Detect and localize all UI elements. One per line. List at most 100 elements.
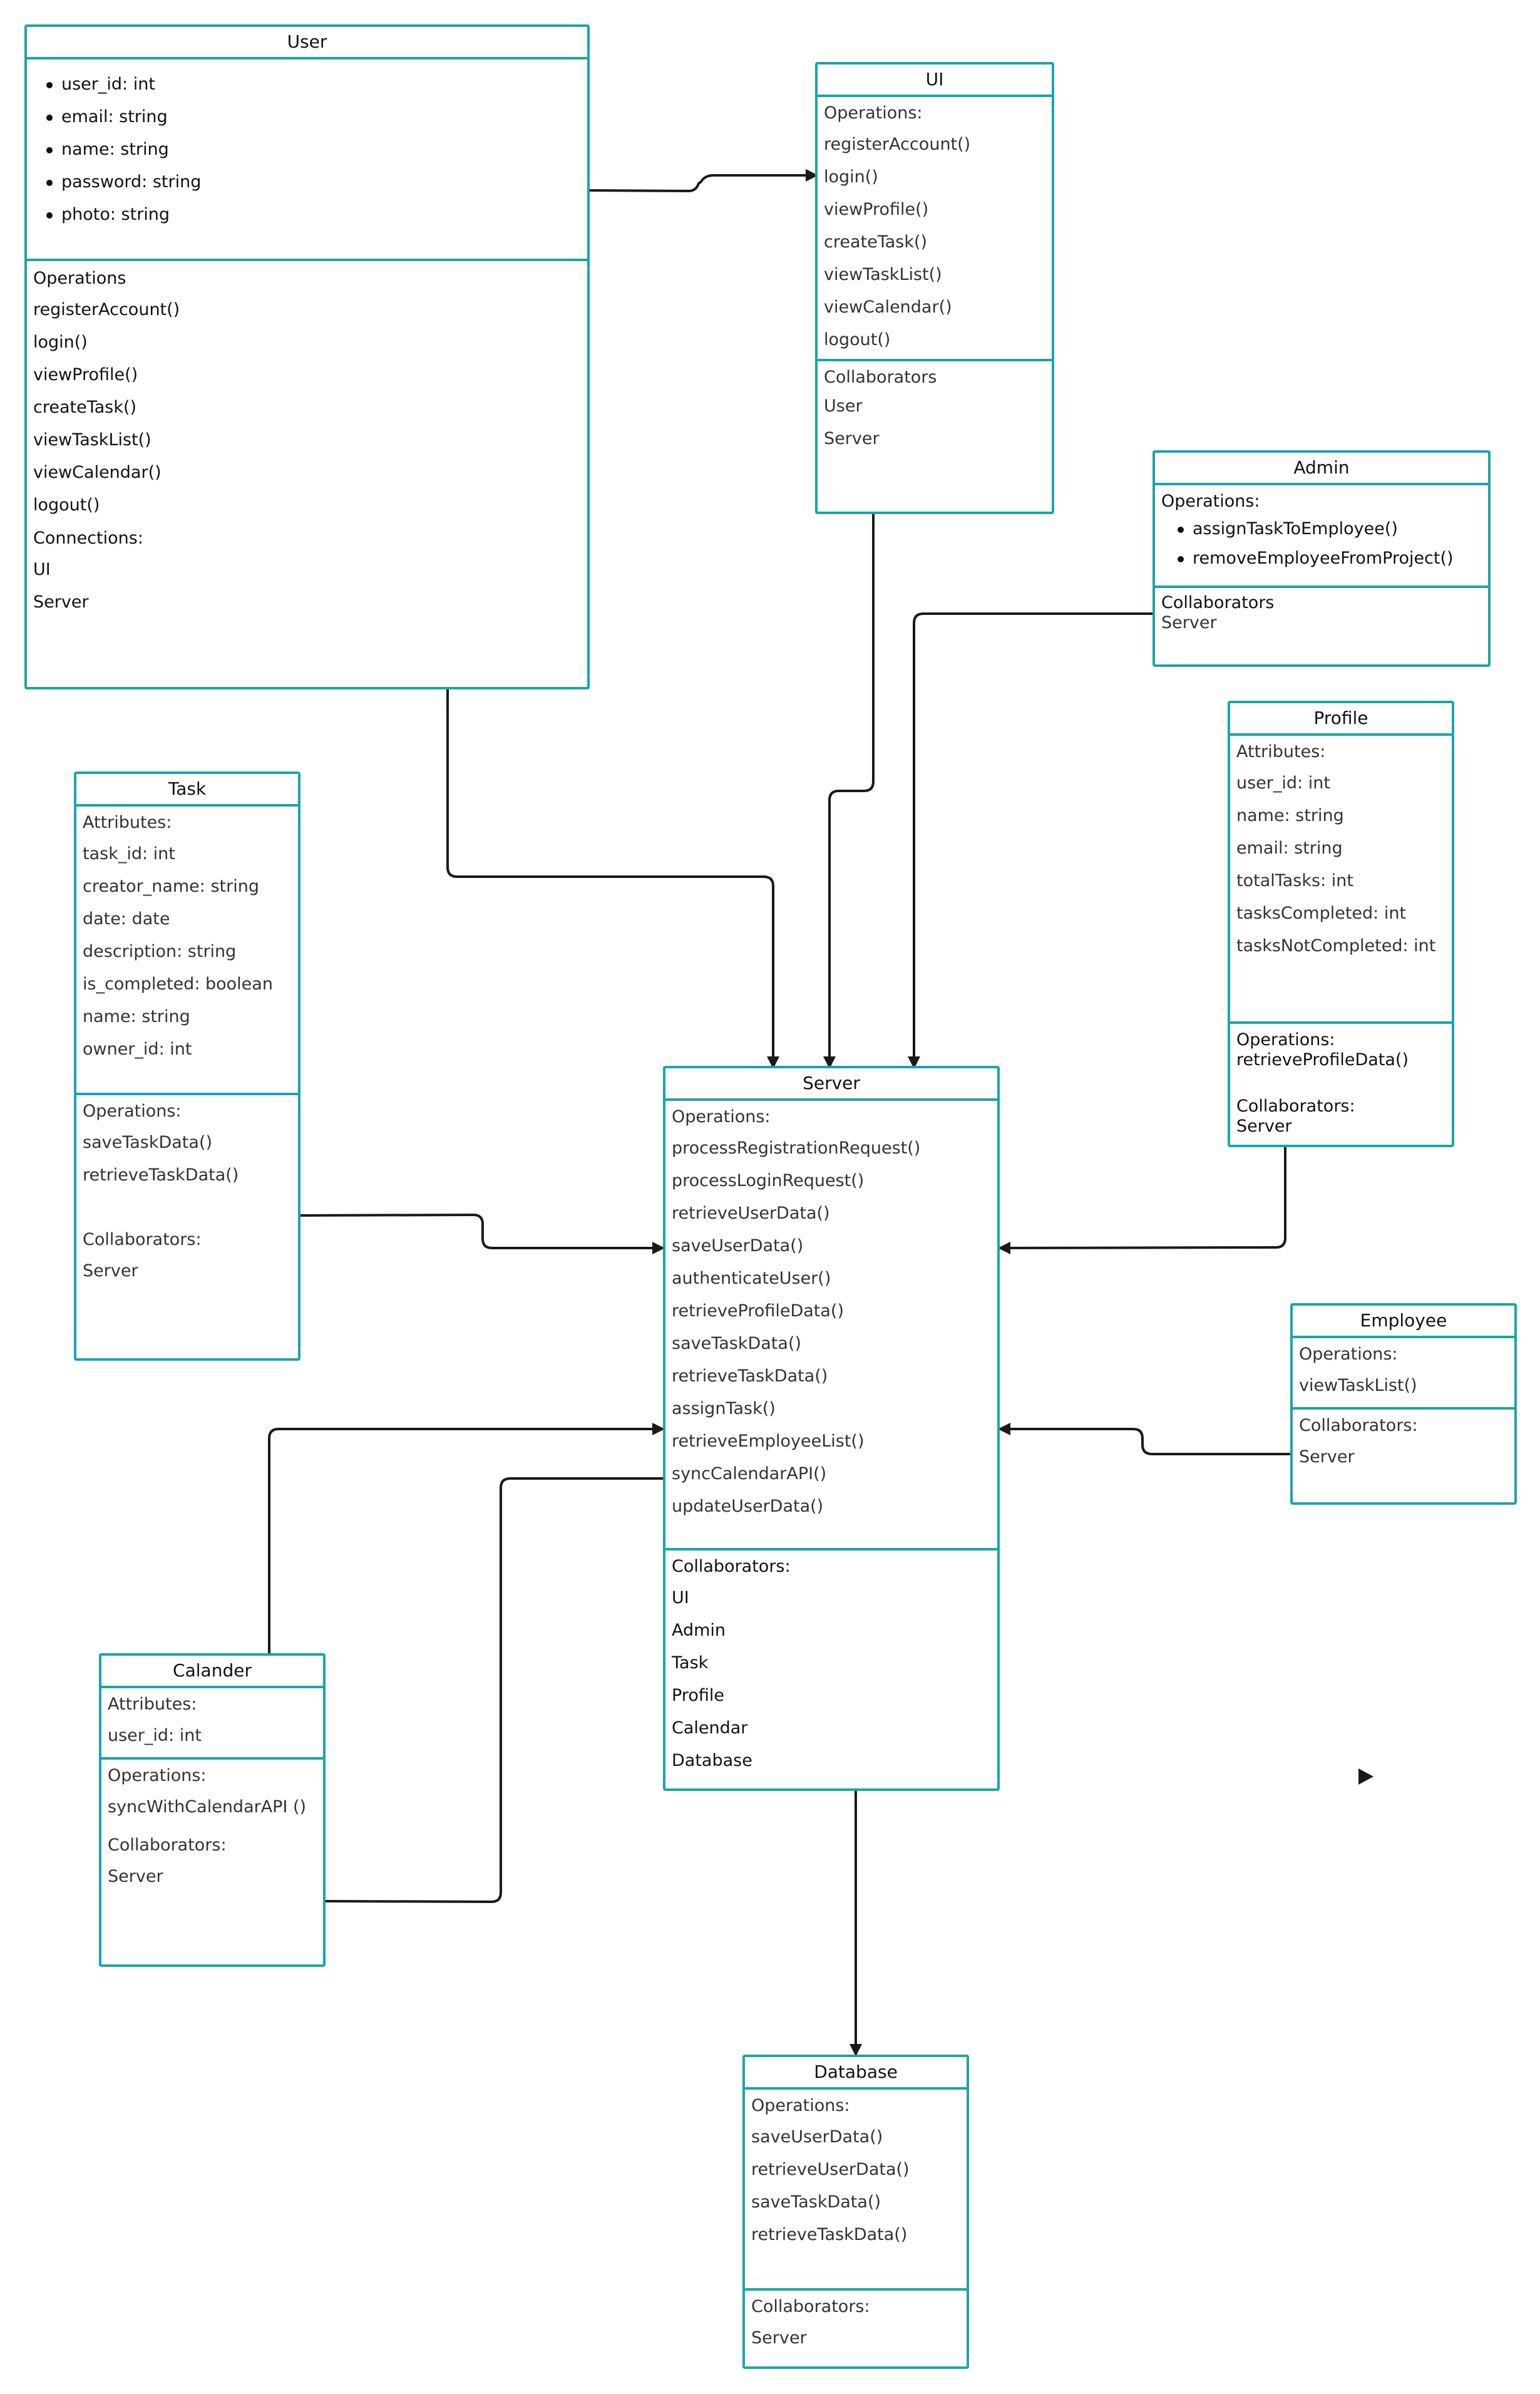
list-item: photo: string: [46, 204, 581, 225]
section-heading: Attributes:: [83, 813, 172, 832]
list-item: viewTaskList(): [824, 264, 1045, 286]
connector-profile-to-server: [998, 1146, 1286, 1254]
connector-user-to-server: [446, 689, 779, 1069]
connector-calander-to-server-sync: [324, 1472, 677, 1904]
ui-collaborators: Collaborators User Server: [818, 359, 1052, 512]
connector-calander-to-server: [268, 1423, 665, 1655]
database-collaborators: Collaborators: Server: [745, 2288, 967, 2366]
list-item: logout(): [33, 494, 581, 516]
employee-class-box[interactable]: Employee Operations: viewTaskList() Coll…: [1290, 1303, 1517, 1505]
section-heading: Collaborators: [824, 368, 937, 387]
task-title: Task: [76, 774, 298, 807]
list-item: viewProfile(): [824, 199, 1045, 220]
profile-class-box[interactable]: Profile Attributes: user_id: int name: s…: [1228, 701, 1454, 1147]
list-item: updateUserData(): [672, 1495, 991, 1517]
profile-operations: Operations: retrieveProfileData() Collab…: [1230, 1021, 1452, 1145]
list-item: password: string: [46, 171, 581, 193]
connector-admin-to-server: [908, 612, 1154, 1069]
server-operations: Operations: processRegistrationRequest()…: [665, 1101, 997, 1548]
list-item: name: string: [83, 1006, 292, 1028]
list-item: creator_name: string: [83, 875, 292, 897]
list-item: authenticateUser(): [672, 1267, 991, 1289]
calander-operations: Operations: syncWithCalendarAPI () Colla…: [101, 1757, 323, 1964]
list-item: syncCalendarAPI(): [672, 1463, 991, 1485]
connector-employee-to-server: [998, 1423, 1291, 1455]
section-heading: Operations:: [83, 1102, 182, 1121]
list-item: retrieveEmployeeList(): [672, 1430, 991, 1452]
section-heading: Collaborators:: [672, 1557, 791, 1576]
list-item: Server: [751, 2327, 960, 2349]
list-item: Server: [1299, 1446, 1508, 1468]
list-item: processRegistrationRequest(): [672, 1137, 991, 1159]
list-item: Database: [672, 1750, 991, 1772]
list-item: Calendar: [672, 1717, 991, 1739]
list-item: syncWithCalendarAPI (): [108, 1796, 317, 1818]
list-item: Admin: [672, 1619, 991, 1641]
list-item: email: string: [46, 106, 581, 128]
section-heading: Operations:: [824, 103, 923, 123]
list-item: retrieveTaskData(): [83, 1164, 292, 1186]
list-item: viewTaskList(): [1299, 1375, 1508, 1396]
list-item: totalTasks: int: [1236, 870, 1445, 892]
stray-triangle-marker: [1358, 1768, 1373, 1785]
list-item: removeEmployeeFromProject(): [1178, 547, 1482, 569]
section-heading: Collaborators:: [1236, 1096, 1355, 1116]
section-heading: Collaborators:: [751, 2297, 870, 2316]
list-item: registerAccount(): [33, 299, 581, 321]
task-operations: Operations: saveTaskData() retrieveTaskD…: [76, 1093, 298, 1358]
list-item: user_id: int: [46, 73, 581, 95]
user-class-box[interactable]: User user_id: int email: string name: st…: [24, 24, 590, 689]
database-title: Database: [745, 2057, 967, 2090]
list-item: saveUserData(): [672, 1235, 991, 1257]
list-item: Server: [108, 1865, 317, 1887]
list-item: Server: [33, 591, 581, 613]
server-collaborators: Collaborators: UI Admin Task Profile Cal…: [665, 1548, 997, 1788]
list-item: viewProfile(): [33, 364, 581, 386]
list-item: email: string: [1236, 837, 1445, 859]
list-item: owner_id: int: [83, 1038, 292, 1060]
list-item: createTask(): [824, 231, 1045, 253]
database-class-box[interactable]: Database Operations: saveUserData() retr…: [742, 2055, 969, 2369]
task-class-box[interactable]: Task Attributes: task_id: int creator_na…: [74, 771, 300, 1361]
section-heading: Attributes:: [1236, 742, 1326, 761]
admin-operations: Operations: assignTaskToEmployee() remov…: [1155, 485, 1488, 586]
employee-operations: Operations: viewTaskList(): [1293, 1338, 1514, 1407]
list-item: viewTaskList(): [33, 429, 581, 451]
section-heading: Operations:: [1161, 492, 1260, 511]
section-heading: Operations:: [751, 2096, 850, 2115]
employee-collaborators: Collaborators: Server: [1293, 1407, 1514, 1502]
user-operations: Operations registerAccount() login() vie…: [27, 259, 587, 687]
list-item: retrieveUserData(): [672, 1202, 991, 1224]
list-item: Server: [83, 1260, 292, 1282]
ui-class-box[interactable]: UI Operations: registerAccount() login()…: [815, 62, 1054, 514]
calander-class-box[interactable]: Calander Attributes: user_id: int Operat…: [99, 1653, 326, 1967]
list-item: retrieveProfileData(): [672, 1300, 991, 1322]
list-item: date: date: [83, 908, 292, 930]
list-item: retrieveTaskData(): [672, 1365, 991, 1387]
connector-task-to-server: [300, 1213, 665, 1254]
operation-text: retrieveProfileData(): [1236, 1050, 1409, 1070]
list-item: assignTaskToEmployee(): [1178, 518, 1482, 540]
collaborator-text: Server: [1236, 1117, 1292, 1136]
list-item: saveTaskData(): [672, 1333, 991, 1354]
section-heading: Collaborators:: [83, 1230, 202, 1249]
connector-user-to-ui: [588, 169, 818, 193]
list-item: Server: [824, 428, 1045, 450]
list-item: name: string: [1236, 805, 1445, 827]
section-heading: Collaborators: [1161, 593, 1275, 612]
list-item: viewCalendar(): [824, 296, 1045, 318]
admin-class-box[interactable]: Admin Operations: assignTaskToEmployee()…: [1152, 450, 1491, 667]
list-item: processLoginRequest(): [672, 1170, 991, 1192]
admin-title: Admin: [1155, 453, 1488, 485]
list-item: viewCalendar(): [33, 462, 581, 483]
section-heading: Operations: [33, 269, 126, 288]
calander-attributes: Attributes: user_id: int: [101, 1688, 323, 1757]
list-item: login(): [824, 166, 1045, 188]
connector-ui-to-server: [823, 513, 875, 1069]
server-class-box[interactable]: Server Operations: processRegistrationRe…: [663, 1066, 1000, 1791]
ui-title: UI: [818, 64, 1052, 97]
list-item: name: string: [46, 138, 581, 160]
list-item: user_id: int: [1236, 772, 1445, 794]
section-heading: Collaborators:: [1299, 1416, 1418, 1435]
